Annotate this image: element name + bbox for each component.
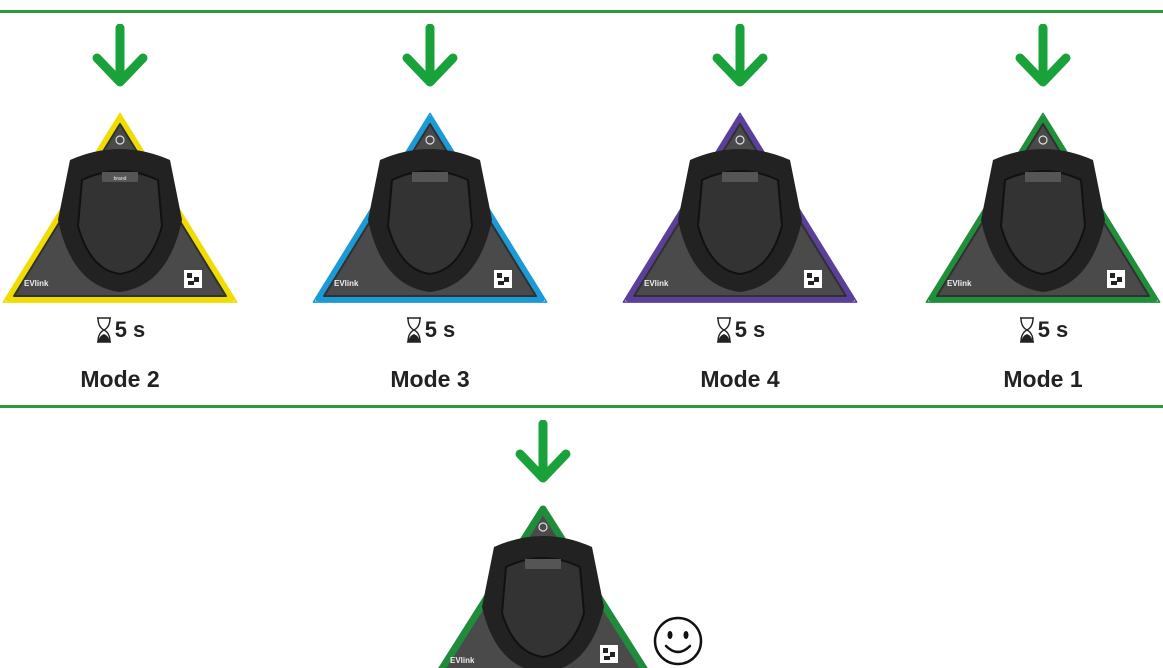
- timer-label: 5 s: [923, 316, 1163, 344]
- down-arrow-icon: [92, 24, 148, 87]
- down-arrow-icon: [1015, 24, 1071, 87]
- hourglass-icon: [716, 317, 731, 343]
- top-divider: [0, 10, 1163, 13]
- brand-label: EVlink: [450, 656, 475, 665]
- brand-label: EVlink: [24, 279, 49, 288]
- svg-text:brand: brand: [114, 176, 127, 182]
- mode-step: EVlink 5 s Mode 3: [310, 20, 550, 400]
- down-arrow-icon: [515, 420, 571, 483]
- charger-device: EVlink: [312, 112, 548, 303]
- mode-label: Mode 4: [700, 366, 780, 392]
- timer-label: 5 s: [310, 316, 550, 344]
- brand-label: EVlink: [334, 279, 359, 288]
- middle-divider: [0, 405, 1163, 408]
- timer-label: 5 s: [0, 316, 240, 344]
- mode-label: Mode 1: [1003, 366, 1083, 392]
- hourglass-icon: [96, 317, 111, 343]
- charger-device: EVlink: [925, 112, 1161, 303]
- mode-label: Mode 2: [80, 366, 160, 392]
- hourglass-icon: [1019, 317, 1034, 343]
- mode-step: EVlink 5 s Mode 4: [620, 20, 860, 400]
- mode-step: brand EVlink 5 s Mode 2: [0, 20, 240, 400]
- final-state: EVlink: [430, 415, 730, 668]
- charger-device: brand EVlink: [2, 112, 238, 303]
- mode-label: Mode 3: [390, 366, 470, 392]
- down-arrow-icon: [402, 24, 458, 87]
- mode-step: EVlink 5 s Mode 1: [923, 20, 1163, 400]
- smiley-icon: [653, 616, 703, 666]
- charger-device: EVlink: [622, 112, 858, 303]
- timer-label: 5 s: [620, 316, 860, 344]
- brand-label: EVlink: [947, 279, 972, 288]
- hourglass-icon: [406, 317, 421, 343]
- charger-device: EVlink: [438, 505, 648, 668]
- down-arrow-icon: [712, 24, 768, 87]
- brand-label: EVlink: [644, 279, 669, 288]
